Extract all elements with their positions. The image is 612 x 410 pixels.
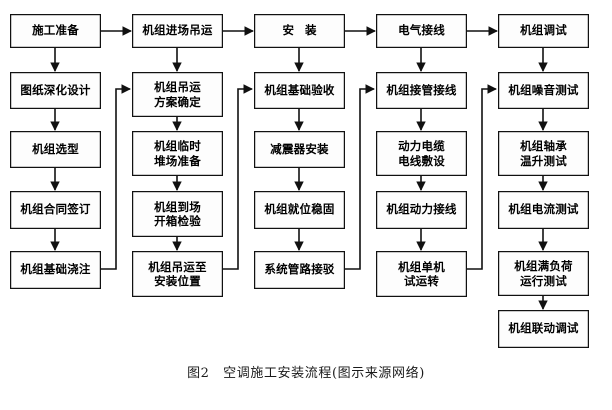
node-col4-header[interactable]: 电气接线 [376, 14, 467, 48]
flowchart-canvas: 施工准备 图纸深化设计 机组选型 机组合同签订 机组基础浇注 机组进场吊运 机组… [10, 14, 589, 348]
node-col1-step-3[interactable]: 机组合同签订 [10, 191, 101, 229]
node-col4-step-4[interactable]: 机组单机 试运转 [376, 251, 467, 297]
node-col2-header[interactable]: 机组进场吊运 [132, 14, 223, 48]
node-col1-header[interactable]: 施工准备 [10, 14, 101, 48]
node-col4-step-1[interactable]: 机组接管接线 [376, 72, 467, 109]
node-col4-step-2[interactable]: 动力电缆 电线敷设 [376, 131, 467, 176]
node-col5-step-1[interactable]: 机组噪音测试 [498, 72, 589, 109]
node-col2-step-4[interactable]: 机组吊运至 安装位置 [132, 251, 223, 297]
node-col5-step-2[interactable]: 机组轴承 温升测试 [498, 131, 589, 176]
node-col3-step-4[interactable]: 系统管路接驳 [254, 251, 345, 289]
node-col5-step-5[interactable]: 机组联动调试 [498, 310, 589, 348]
node-col3-step-3[interactable]: 机组就位稳固 [254, 191, 345, 229]
node-col1-step-2[interactable]: 机组选型 [10, 131, 101, 168]
node-col2-step-2[interactable]: 机组临时 堆场准备 [132, 131, 223, 176]
node-col1-step-4[interactable]: 机组基础浇注 [10, 251, 101, 289]
node-col2-step-1[interactable]: 机组吊运 方案确定 [132, 72, 223, 117]
node-col5-step-4[interactable]: 机组满负荷 运行测试 [498, 251, 589, 296]
node-col2-step-3[interactable]: 机组到场 开箱检验 [132, 191, 223, 237]
node-col4-step-3[interactable]: 机组动力接线 [376, 191, 467, 229]
node-col3-step-1[interactable]: 机组基础验收 [254, 72, 345, 109]
flowchart-connectors [50, 26, 548, 310]
node-col5-step-3[interactable]: 机组电流测试 [498, 191, 589, 229]
node-col3-header[interactable]: 安 装 [254, 14, 345, 48]
node-col3-step-2[interactable]: 减震器安装 [254, 131, 345, 168]
node-col5-header[interactable]: 机组调试 [498, 14, 589, 48]
node-col1-step-1[interactable]: 图纸深化设计 [10, 72, 101, 109]
figure-caption: 图2 空调施工安装流程(图示来源网络) [187, 366, 425, 381]
